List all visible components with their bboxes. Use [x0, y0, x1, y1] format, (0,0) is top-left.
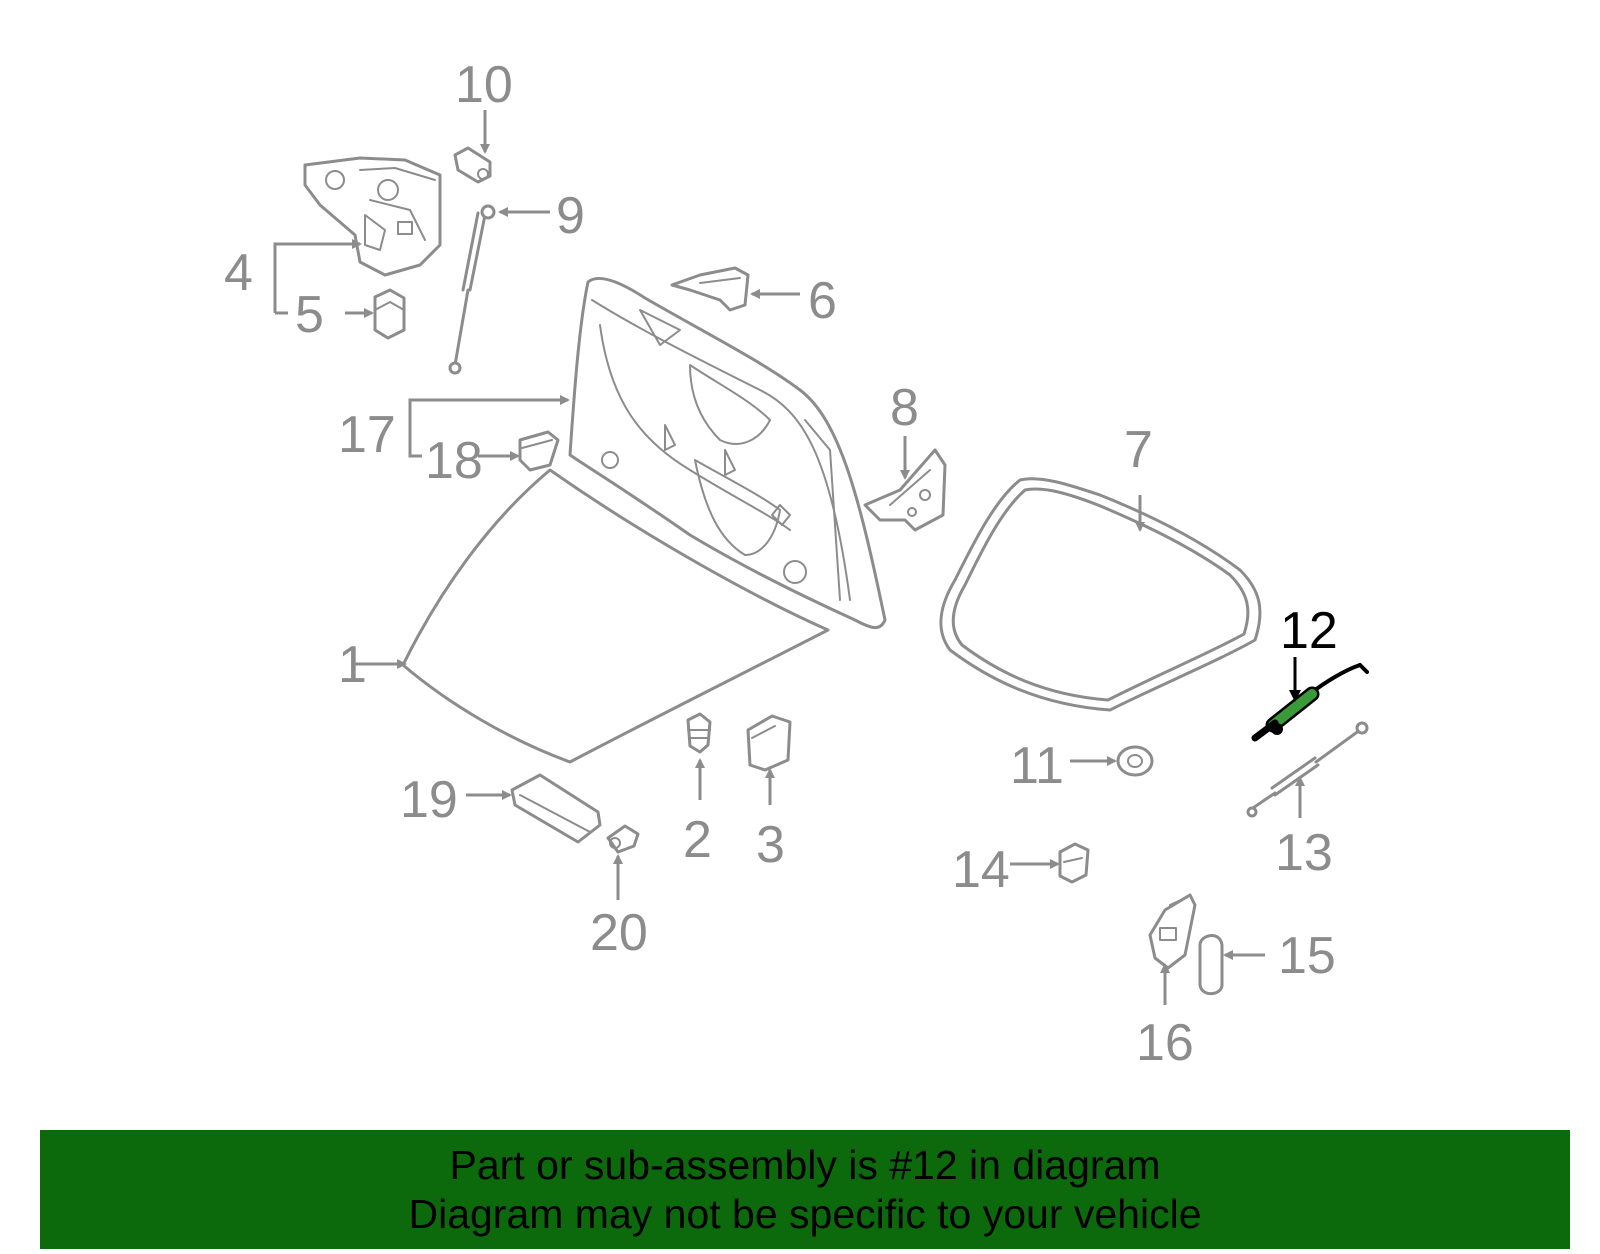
part-5-clip[interactable]: [373, 288, 406, 340]
callout-16[interactable]: 16: [1136, 1014, 1194, 1072]
callout-labels: 1 2 3 4 5 6 7 8 9 10 11 12 13 14 15 16 1…: [224, 56, 1338, 1072]
callout-13[interactable]: 13: [1275, 824, 1333, 882]
part-19-lamp[interactable]: [510, 773, 602, 844]
callout-15[interactable]: 15: [1278, 927, 1336, 985]
part-17-inner-panel[interactable]: [568, 276, 887, 629]
part-14-clip[interactable]: [1058, 842, 1090, 884]
banner-line-1: Part or sub-assembly is #12 in diagram: [449, 1141, 1161, 1188]
callout-19[interactable]: 19: [400, 771, 458, 829]
part-20-bulb[interactable]: [606, 824, 640, 854]
callout-8[interactable]: 8: [890, 379, 919, 437]
part-15-pad[interactable]: [1198, 934, 1224, 996]
callout-1[interactable]: 1: [338, 636, 367, 694]
part-6-bracket[interactable]: [670, 266, 750, 312]
callout-17[interactable]: 17: [338, 406, 396, 464]
callout-2[interactable]: 2: [683, 811, 712, 869]
callout-18[interactable]: 18: [425, 432, 483, 490]
callout-12-highlighted[interactable]: 12: [1280, 602, 1338, 660]
part-16-bracket[interactable]: [1148, 893, 1197, 970]
part-8-hinge[interactable]: [863, 448, 947, 532]
callout-7[interactable]: 7: [1124, 421, 1153, 479]
part-12-strut-highlighted[interactable]: [1251, 663, 1369, 742]
banner-line-2: Diagram may not be specific to your vehi…: [408, 1190, 1202, 1237]
callout-5[interactable]: 5: [295, 286, 324, 344]
callout-14[interactable]: 14: [952, 841, 1010, 899]
callout-9[interactable]: 9: [556, 187, 585, 245]
part-2-pushpin[interactable]: [686, 712, 712, 754]
part-7-weatherstrip[interactable]: [939, 477, 1262, 712]
part-4-latch[interactable]: [303, 156, 442, 277]
callout-20[interactable]: 20: [590, 904, 648, 962]
callout-6[interactable]: 6: [808, 272, 837, 330]
callout-10[interactable]: 10: [455, 56, 513, 114]
callout-4[interactable]: 4: [224, 244, 253, 302]
leader-lines: [273, 110, 1305, 1005]
part-10-plug[interactable]: [453, 146, 492, 184]
part-18-bumper[interactable]: [518, 430, 560, 472]
part-9-gas-strut[interactable]: [448, 204, 496, 375]
callout-11[interactable]: 11: [1010, 737, 1064, 795]
part-11-bumper[interactable]: [1116, 745, 1154, 777]
part-1-trunk-lid[interactable]: [401, 468, 830, 764]
info-banner: Part or sub-assembly is #12 in diagram D…: [40, 1130, 1570, 1249]
part-3-cover[interactable]: [746, 714, 792, 772]
callout-3[interactable]: 3: [756, 816, 785, 874]
part-13-strut[interactable]: [1246, 721, 1369, 818]
